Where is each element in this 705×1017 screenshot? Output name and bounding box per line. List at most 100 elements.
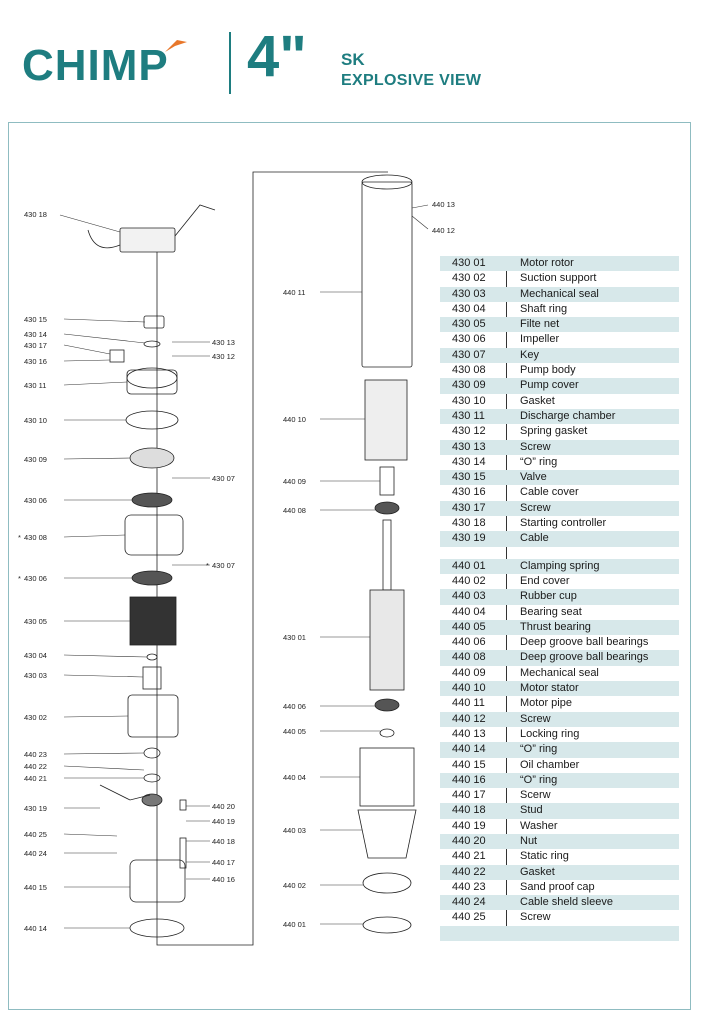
content-frame <box>8 122 691 1010</box>
part-code: 430 01 <box>452 257 486 269</box>
starting-controller-shape <box>119 227 176 253</box>
callout-label: 440 03 <box>283 826 306 835</box>
callout-label: 430 13 <box>212 338 235 347</box>
part-name: Motor rotor <box>520 257 574 269</box>
part-name: Bearing seat <box>520 605 582 618</box>
callout-label: 430 01 <box>283 633 306 642</box>
callout-label: 430 15 <box>24 315 47 324</box>
part-code: 440 05 <box>452 620 486 633</box>
part-name: Pump cover <box>520 379 579 392</box>
callout-label: 430 10 <box>24 416 47 425</box>
part-code: 440 02 <box>452 574 486 587</box>
part-name: Screw <box>520 911 551 924</box>
part-name: Deep groove ball bearings <box>520 651 649 664</box>
part-code: 430 12 <box>452 425 486 438</box>
page-subtitle: EXPLOSIVE VIEW <box>341 72 482 89</box>
callout-label: 430 09 <box>24 455 47 464</box>
part-name: Sand proof cap <box>520 880 595 893</box>
table-row-empty <box>440 925 679 942</box>
part-code: 430 11 <box>452 409 485 422</box>
table-row: 440 04 Bearing seat <box>440 605 679 620</box>
part-code: 440 11 <box>452 697 485 710</box>
callout-label: 430 18 <box>24 210 47 219</box>
part-name: Locking ring <box>520 727 580 740</box>
part-name: Stud <box>520 804 543 817</box>
brand-logo: CHIMP <box>22 41 169 90</box>
part-name: Screw <box>520 501 551 514</box>
part-name: End cover <box>520 574 570 587</box>
callout-label: 440 23 <box>24 750 47 759</box>
part-name: Clamping spring <box>520 559 600 572</box>
callout-label: 430 04 <box>24 651 47 660</box>
callout-label: 440 18 <box>212 837 235 846</box>
callout-label: 430 05 <box>24 617 47 626</box>
callout-label: 440 09 <box>283 477 306 486</box>
table-row: 440 13 Locking ring <box>440 727 679 742</box>
part-name: Pump body <box>520 364 576 377</box>
part-name: Washer <box>520 819 558 832</box>
callout-label: 440 24 <box>24 849 47 858</box>
callout-label: 440 05 <box>283 727 306 736</box>
part-code: 440 13 <box>452 727 486 740</box>
part-name: Nut <box>520 834 538 847</box>
part-code: 440 16 <box>452 773 486 786</box>
header-divider <box>229 32 231 94</box>
part-name: Spring gasket <box>520 425 588 438</box>
callout-label: 430 06 <box>24 496 47 505</box>
part-code: 440 18 <box>452 804 486 817</box>
part-name: Oil chamber <box>520 758 580 771</box>
callout-star: * <box>18 574 21 583</box>
part-name: Mechanical seal <box>520 287 599 300</box>
part-name: Filte net <box>520 318 560 331</box>
part-name: Motor stator <box>520 682 579 695</box>
table-row: 430 19 Cable <box>440 531 679 547</box>
callout-label: 440 16 <box>212 875 235 884</box>
part-code: 430 05 <box>452 318 486 331</box>
table-row: 430 14“O” ring <box>440 455 679 470</box>
callout-label: 440 21 <box>24 774 47 783</box>
callout-label: 430 07 <box>212 474 235 483</box>
part-name: Cable <box>520 532 549 545</box>
part-code: 430 19 <box>452 532 486 545</box>
part-code: 440 22 <box>452 865 486 878</box>
part-code: 440 04 <box>452 605 486 618</box>
part-code: 430 18 <box>452 517 486 530</box>
part-name: Rubber cup <box>520 590 577 603</box>
callout-label: 440 12 <box>432 226 455 235</box>
part-name: “O” ring <box>520 773 558 786</box>
logo-swoosh-icon <box>165 40 187 52</box>
part-code: 440 01 <box>452 559 486 572</box>
page-header: CHIMP 4" SK EXPLOSIVE VIEW <box>0 0 705 110</box>
callout-label: 440 25 <box>24 830 47 839</box>
callout-label: 430 11 <box>24 381 46 390</box>
callout-label: 430 16 <box>24 357 47 366</box>
callout-label: 430 03 <box>24 671 47 680</box>
part-name: Valve <box>520 471 547 484</box>
part-name: Impeller <box>520 333 560 346</box>
table-row: 440 02 End cover <box>440 574 679 589</box>
part-code: 430 13 <box>452 440 486 453</box>
part-name: Starting controller <box>520 517 607 530</box>
callout-label: 440 22 <box>24 762 47 771</box>
table-spacer <box>440 547 679 559</box>
callout-label: 440 13 <box>432 200 455 209</box>
callout-label: 440 11 <box>283 288 305 297</box>
